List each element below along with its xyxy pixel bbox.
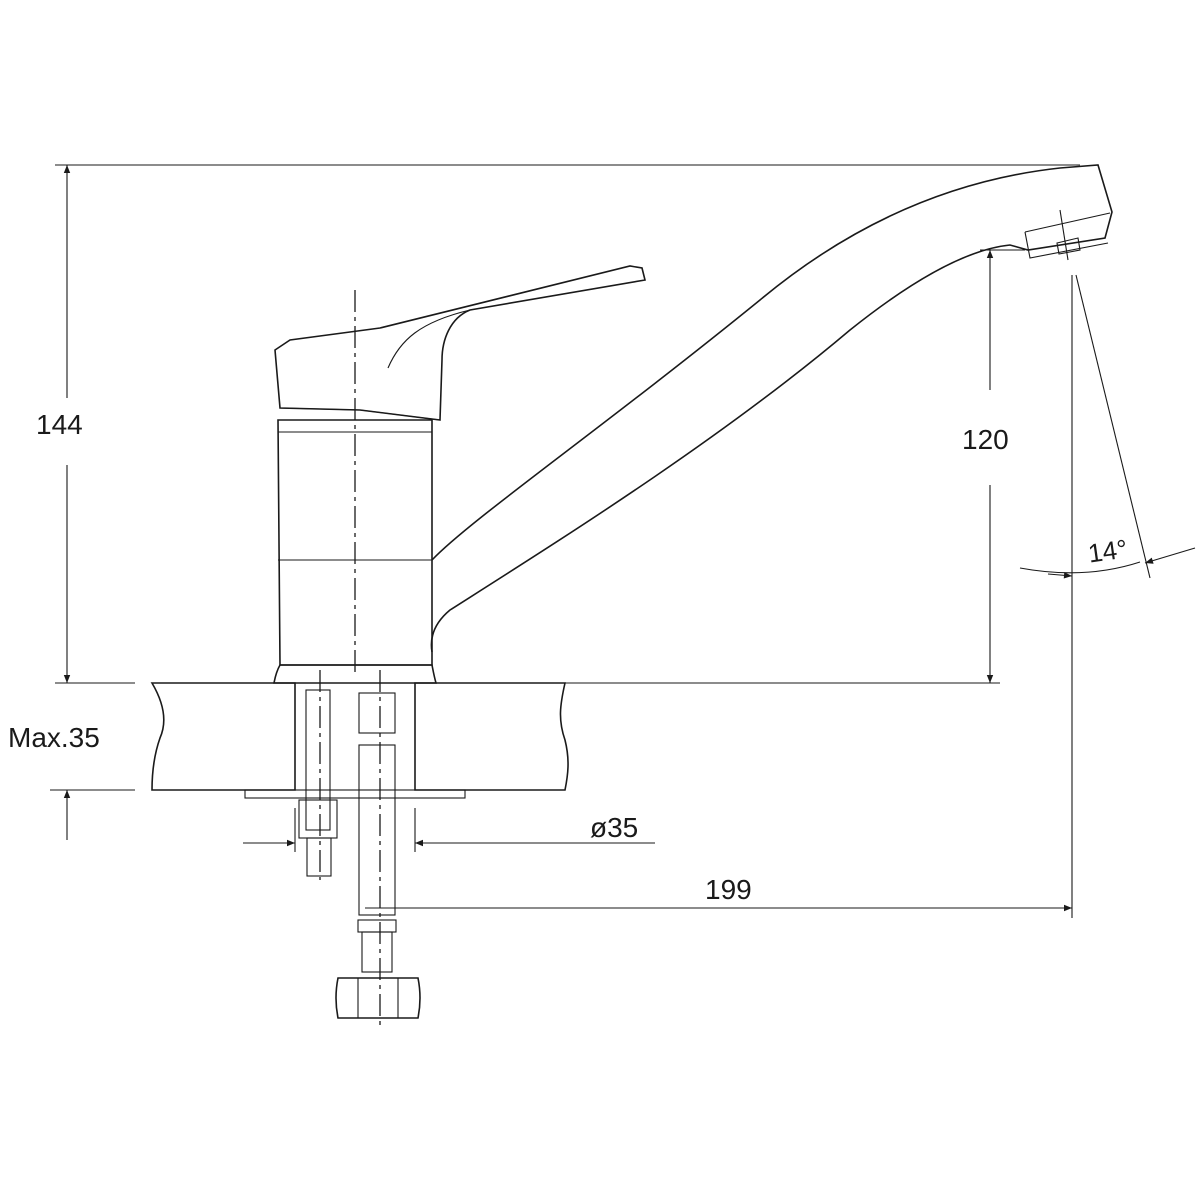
dimension-spout-angle: 14° bbox=[1086, 533, 1130, 569]
dimension-max-counter-thickness: Max.35 bbox=[8, 722, 100, 753]
faucet-handle bbox=[274, 265, 646, 421]
dimension-total-height: 144 bbox=[36, 409, 83, 440]
dimension-lines bbox=[50, 164, 1196, 918]
countertop-section bbox=[150, 682, 569, 799]
dimension-spout-height: 120 bbox=[962, 424, 1009, 455]
dimension-hole-diameter: ø35 bbox=[590, 812, 639, 843]
supply-hose-and-stud bbox=[298, 689, 421, 1019]
dimension-spout-reach: 199 bbox=[705, 874, 752, 905]
faucet-spout bbox=[430, 164, 1113, 653]
